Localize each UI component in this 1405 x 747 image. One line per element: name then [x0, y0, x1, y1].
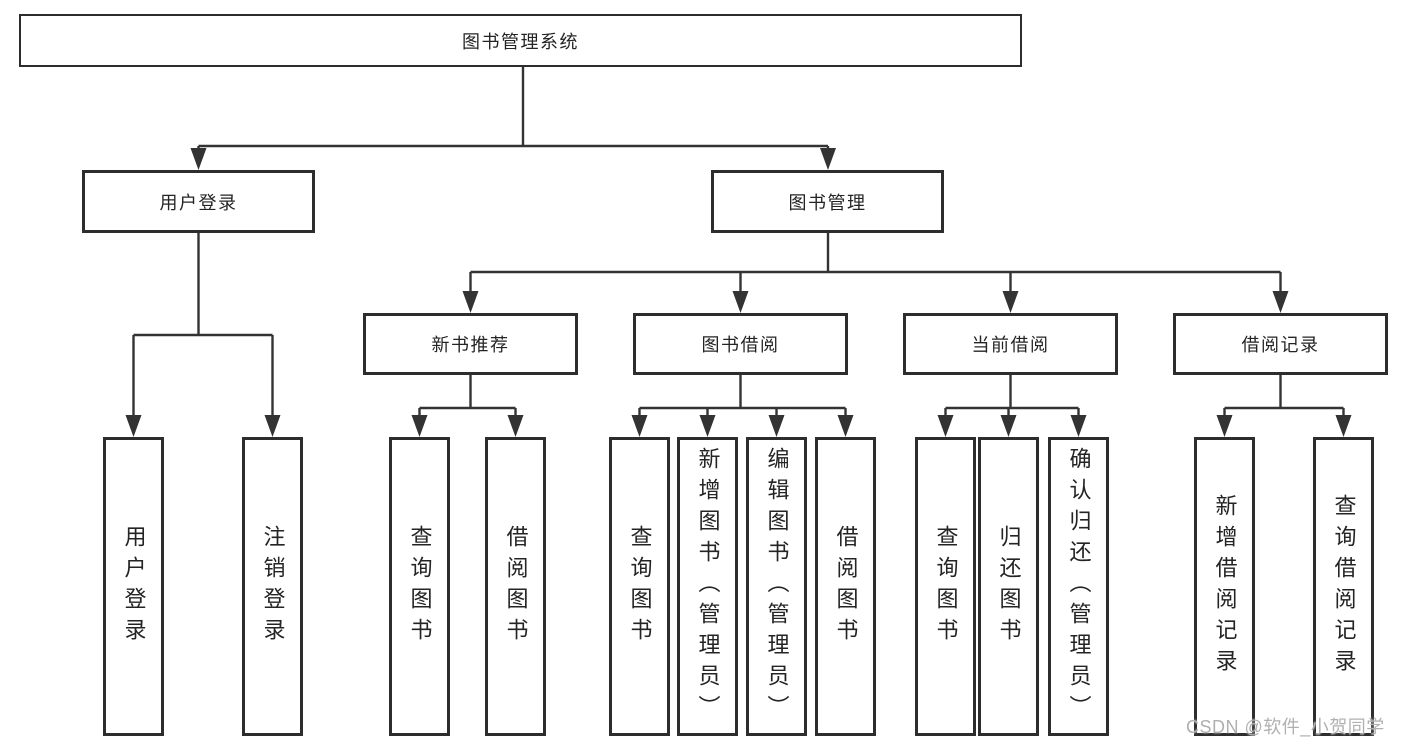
node-borrowing-records: 借阅记录	[1173, 313, 1388, 375]
node-book-management: 图书管理	[711, 170, 944, 233]
node-label: 编辑图书（管理员）	[764, 447, 790, 726]
node-label: 查询图书	[933, 524, 959, 649]
node-label: 注销登录	[260, 524, 286, 649]
node-add-borrow-record: 新增借阅记录	[1194, 437, 1255, 736]
node-borrow-books: 借阅图书	[815, 437, 876, 736]
node-label: 新增图书（管理员）	[695, 447, 721, 726]
node-label: 新增借阅记录	[1212, 493, 1238, 680]
node-library-management-system: 图书管理系统	[19, 14, 1022, 67]
node-label: 确认归还（管理员）	[1066, 447, 1092, 726]
node-label: 图书管理系统	[462, 31, 579, 52]
node-label: 借阅记录	[1241, 335, 1320, 355]
node-query-books: 查询图书	[609, 437, 670, 736]
node-label: 用户登录	[121, 524, 147, 649]
node-label: 当前借阅	[971, 335, 1050, 355]
node-label: 借阅图书	[833, 524, 859, 649]
connector-arrowheads	[125, 148, 1352, 437]
node-label: 查询借阅记录	[1331, 493, 1357, 680]
node-user-login-leaf: 用户登录	[103, 437, 164, 736]
node-query-books-recommend: 查询图书	[389, 437, 450, 736]
node-borrow-books-recommend: 借阅图书	[485, 437, 546, 736]
node-label: 归还图书	[996, 524, 1022, 649]
node-logout: 注销登录	[242, 437, 303, 736]
node-label: 新书推荐	[431, 335, 510, 355]
node-confirm-return-admin: 确认归还（管理员）	[1048, 437, 1109, 736]
node-label: 用户登录	[159, 192, 238, 213]
connector-trunks	[132, 67, 1345, 418]
node-new-book-recommendation: 新书推荐	[363, 313, 578, 375]
node-book-borrowing: 图书借阅	[633, 313, 848, 375]
node-current-borrowing: 当前借阅	[903, 313, 1118, 375]
node-edit-books-admin: 编辑图书（管理员）	[746, 437, 807, 736]
node-query-books-current: 查询图书	[915, 437, 976, 736]
node-user-login: 用户登录	[82, 170, 315, 233]
node-label: 查询图书	[627, 524, 653, 649]
node-return-books: 归还图书	[978, 437, 1039, 736]
node-label: 借阅图书	[503, 524, 529, 649]
node-add-books-admin: 新增图书（管理员）	[677, 437, 738, 736]
node-label: 图书管理	[788, 192, 867, 213]
csdn-watermark: CSDN @软件_小贺同学	[1186, 717, 1385, 737]
node-query-borrow-record: 查询借阅记录	[1313, 437, 1374, 736]
node-label: 查询图书	[407, 524, 433, 649]
node-label: 图书借阅	[701, 335, 780, 355]
